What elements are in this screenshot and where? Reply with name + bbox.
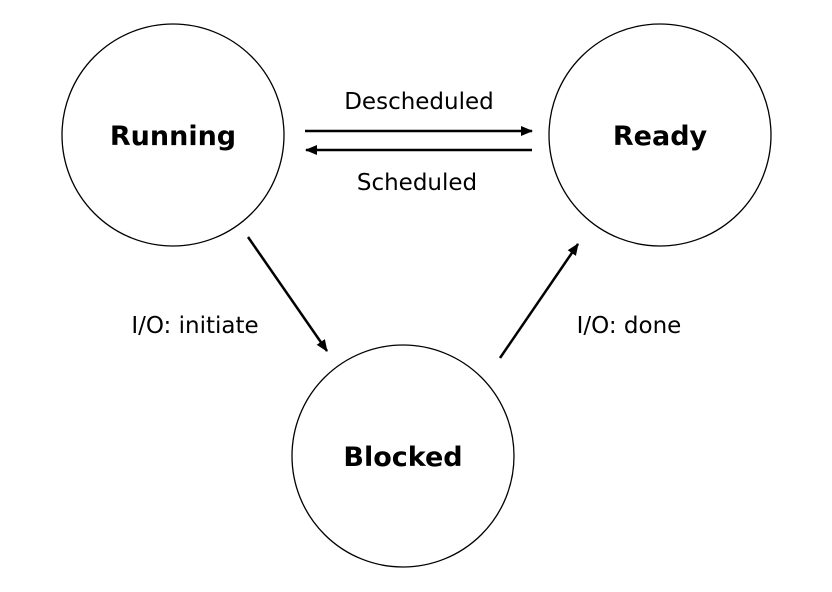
state-running-label: Running bbox=[110, 121, 236, 152]
state-blocked: Blocked bbox=[291, 344, 515, 568]
label-io-done: I/O: done bbox=[577, 313, 682, 339]
label-io-initiate: I/O: initiate bbox=[131, 313, 258, 339]
state-ready-label: Ready bbox=[613, 121, 708, 152]
state-running-circle bbox=[61, 23, 285, 247]
state-blocked-label: Blocked bbox=[343, 442, 462, 473]
state-ready-circle bbox=[548, 23, 772, 247]
state-ready: Ready bbox=[548, 23, 772, 247]
state-blocked-circle bbox=[291, 344, 515, 568]
label-descheduled: Descheduled bbox=[344, 89, 494, 115]
arrow-io-initiate bbox=[246, 236, 329, 352]
arrow-io-done bbox=[498, 243, 580, 359]
label-scheduled: Scheduled bbox=[357, 170, 477, 196]
state-running: Running bbox=[61, 23, 285, 247]
